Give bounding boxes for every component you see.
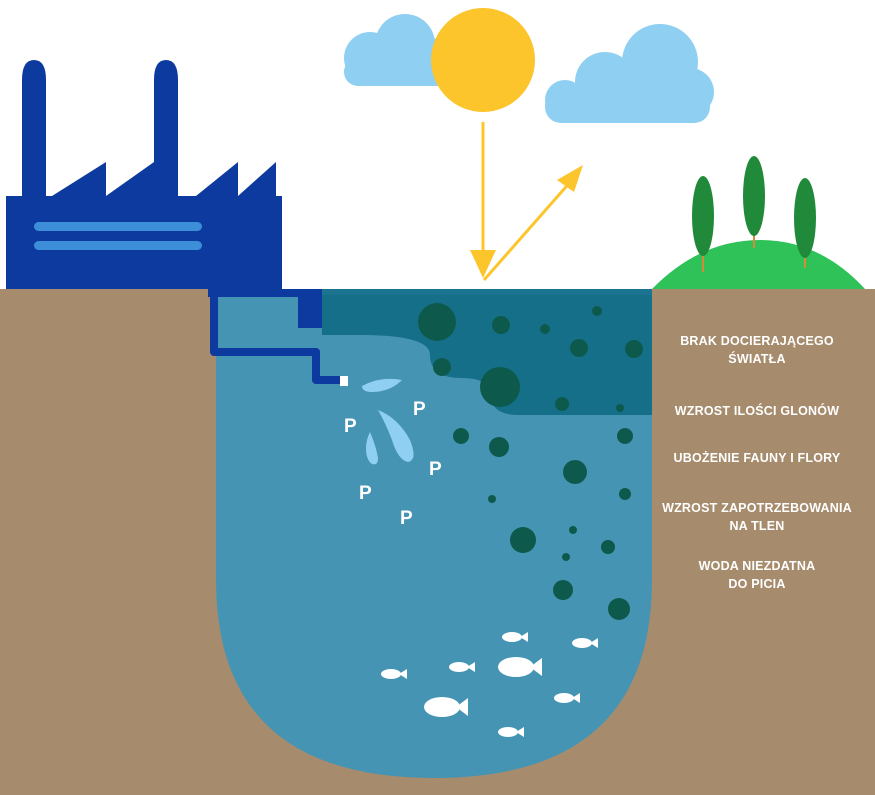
surface-line (216, 289, 652, 295)
fish-icon (572, 638, 598, 648)
fish-icon (424, 697, 468, 717)
discharge-pipe (208, 289, 348, 386)
fish-icon (498, 657, 542, 677)
effect-undrinkable-water: WODA NIEZDATNA DO PICIA (698, 559, 816, 591)
phosphorus-label: P (400, 508, 413, 529)
effect-oxygen-demand: WZROST ZAPOTRZEBOWANIA NA TLEN (662, 501, 852, 533)
fish-icon (554, 693, 580, 703)
phosphorus-label: P (344, 416, 357, 437)
phosphorus-labels: P P P P P (344, 399, 442, 529)
effect-algae-growth: WZROST ILOŚCI GLONÓW (674, 404, 840, 418)
fish-group (381, 632, 598, 737)
fish-icon (502, 632, 528, 642)
tree-icon (794, 178, 816, 268)
sun-icon (431, 8, 535, 112)
cloud-icon (545, 24, 714, 123)
sunlight-rays (470, 122, 583, 281)
effect-no-light: BRAK DOCIERAJĄCEGO ŚWIATŁA (680, 334, 834, 366)
algae-icon (418, 303, 643, 620)
algae-layer (322, 289, 652, 415)
phosphorus-label: P (413, 399, 426, 420)
tree-icon (692, 176, 714, 272)
effect-fauna-flora-decline: UBOŻENIE FAUNY I FLORY (673, 451, 841, 465)
phosphorus-label: P (429, 459, 442, 480)
phosphorus-label: P (359, 483, 372, 504)
tree-icon (743, 156, 765, 248)
fish-icon (381, 669, 407, 679)
fish-icon (498, 727, 524, 737)
fish-icon (449, 662, 475, 672)
cloud-icon (344, 14, 462, 86)
drop-icon (362, 378, 414, 465)
factory-icon (6, 60, 282, 289)
hill (652, 240, 865, 289)
